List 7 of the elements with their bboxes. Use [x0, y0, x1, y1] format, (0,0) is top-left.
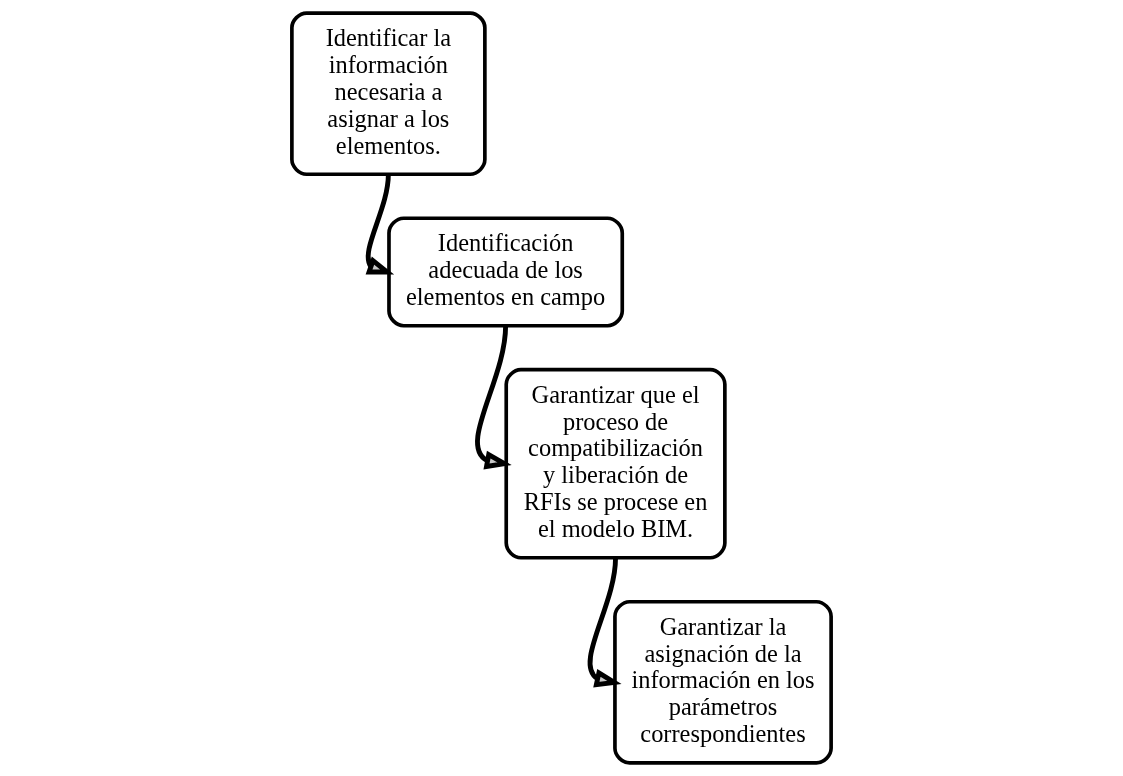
arrow	[587, 557, 622, 688]
node-box: Garantizar que el proceso de compatibilización y liberación de RFIs se procese en el modelo BIM.	[504, 367, 727, 560]
node-box: Garantizar la asignación de la información en los parámetros correspondientes	[613, 599, 833, 765]
node-box: Identificar la información necesaria a asignar a los elementos.	[290, 11, 487, 177]
node-box: Identificación adecuada de los elementos en campo	[387, 216, 625, 328]
arrow	[365, 174, 395, 275]
arrow	[475, 325, 512, 470]
